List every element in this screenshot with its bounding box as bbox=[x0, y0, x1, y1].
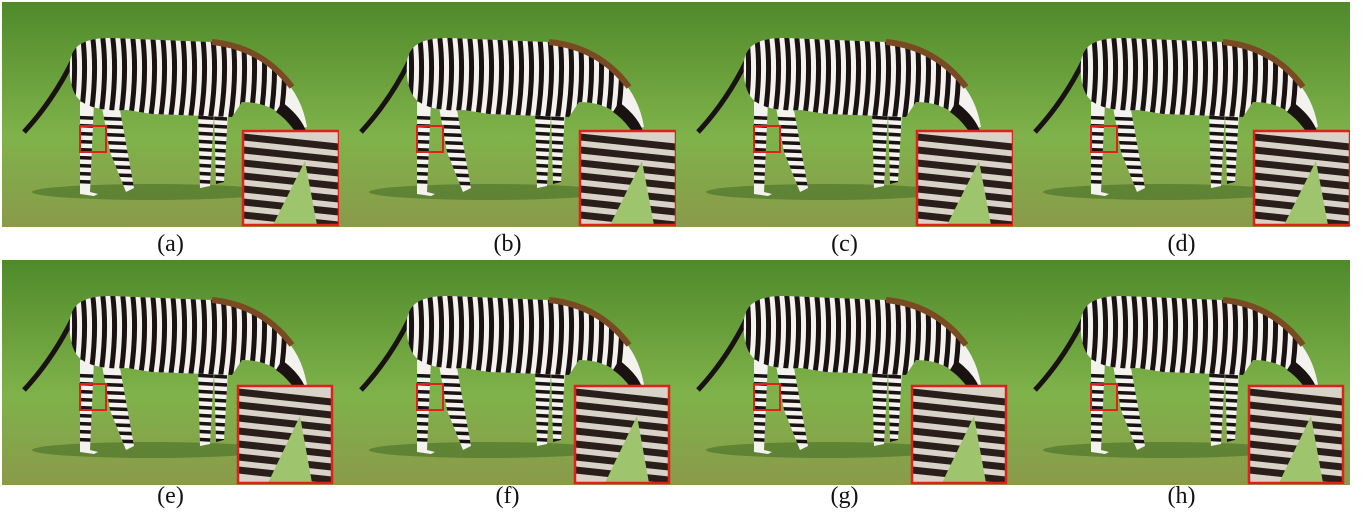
zebra-photo bbox=[676, 2, 1013, 227]
zebra-photo bbox=[1013, 260, 1350, 485]
panel-caption: (c) bbox=[831, 231, 858, 257]
zebra-photo bbox=[1013, 2, 1350, 227]
panel-g: (g) bbox=[676, 260, 1013, 515]
panel-d: (d) bbox=[1013, 2, 1350, 257]
zebra-photo bbox=[339, 2, 676, 227]
panel-c: (c) bbox=[676, 2, 1013, 257]
panel-h: (h) bbox=[1013, 260, 1350, 515]
zebra-photo bbox=[339, 260, 676, 485]
panel-caption: (d) bbox=[1167, 231, 1196, 257]
panel-b: (b) bbox=[339, 2, 676, 257]
zebra-photo bbox=[676, 260, 1013, 485]
panel-caption: (g) bbox=[830, 483, 859, 509]
zebra-photo bbox=[2, 260, 339, 485]
panel-caption: (e) bbox=[157, 483, 184, 509]
panel-a: (a) bbox=[2, 2, 339, 257]
panel-e: (e) bbox=[2, 260, 339, 515]
panel-caption: (a) bbox=[157, 231, 184, 257]
panel-caption: (h) bbox=[1167, 483, 1196, 509]
zebra-photo bbox=[2, 2, 339, 227]
panel-caption: (f) bbox=[495, 483, 520, 509]
panel-f: (f) bbox=[339, 260, 676, 515]
panel-caption: (b) bbox=[493, 231, 522, 257]
